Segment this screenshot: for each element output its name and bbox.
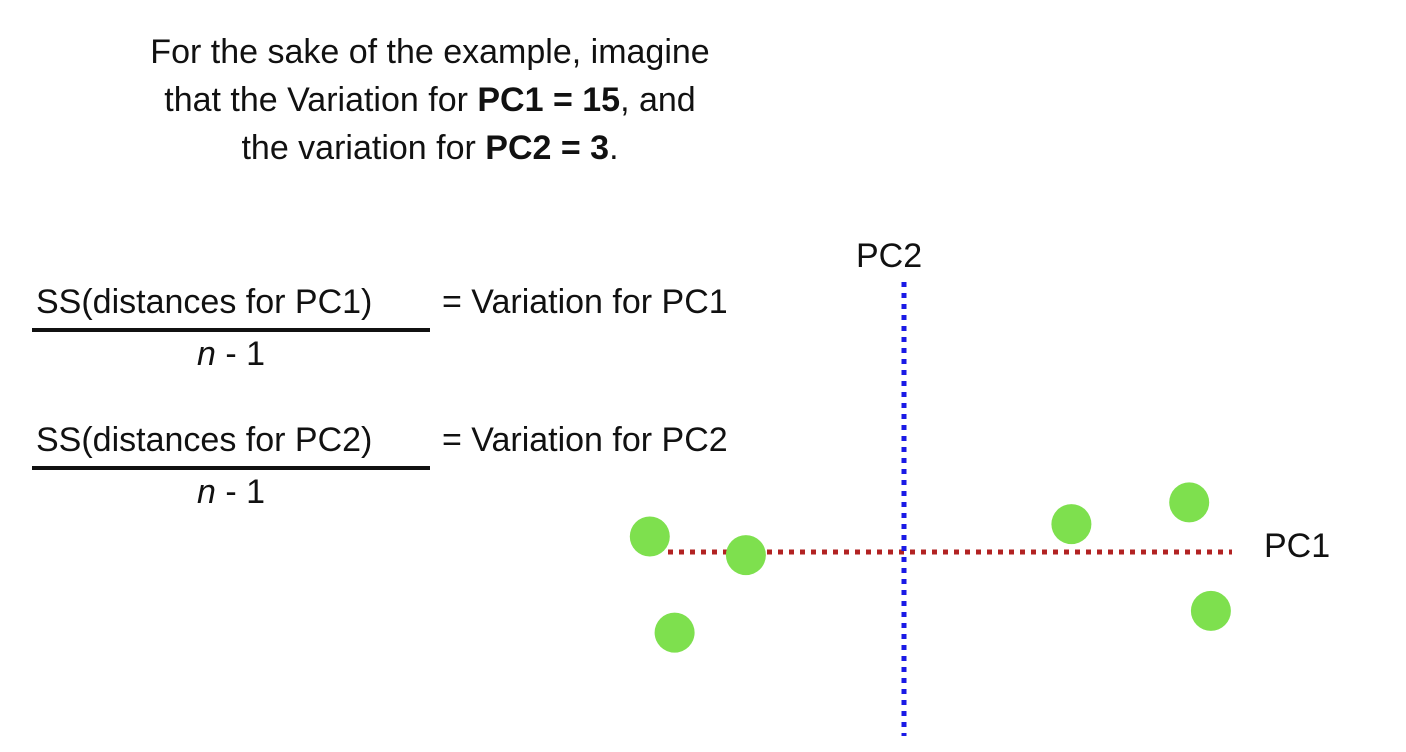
intro-line-2-pre: that the Variation for bbox=[164, 81, 478, 119]
intro-line-1: For the sake of the example, imagine bbox=[150, 33, 710, 71]
denominator-rest: - 1 bbox=[215, 473, 266, 511]
intro-line-2-post: , and bbox=[620, 81, 696, 119]
fraction-bar bbox=[32, 466, 430, 470]
data-point bbox=[654, 612, 695, 653]
fraction-bar bbox=[32, 328, 430, 332]
pc1-variation-value: PC1 = 15 bbox=[477, 81, 621, 119]
denominator-variable: n bbox=[196, 335, 216, 373]
intro-line-3: the variation for PC2 = 3. bbox=[60, 124, 800, 172]
data-point bbox=[1169, 482, 1210, 523]
intro-text: For the sake of the example, imagine tha… bbox=[60, 28, 800, 172]
denominator-rest: - 1 bbox=[215, 335, 266, 373]
data-point bbox=[629, 516, 670, 557]
pc2-variation-value: PC2 = 3 bbox=[485, 129, 610, 167]
data-point bbox=[1190, 590, 1231, 631]
pc1-axis-label: PC1 bbox=[1264, 527, 1330, 565]
pc2-axis-label: PC2 bbox=[856, 237, 922, 275]
formula-pc1: SS(distances for PC1) = Variation for PC… bbox=[32, 282, 832, 392]
formula-numerator: SS(distances for PC2) bbox=[36, 421, 373, 459]
formula-result: = Variation for PC2 bbox=[442, 421, 728, 459]
intro-line-3-pre: the variation for bbox=[241, 129, 486, 167]
formula-denominator: n - 1 bbox=[32, 472, 430, 512]
data-point bbox=[1051, 504, 1092, 545]
formula-result: = Variation for PC1 bbox=[442, 283, 728, 321]
denominator-variable: n bbox=[196, 473, 216, 511]
intro-line-3-post: . bbox=[609, 129, 619, 167]
formula-denominator: n - 1 bbox=[32, 334, 430, 374]
formula-pc2: SS(distances for PC2) = Variation for PC… bbox=[32, 420, 832, 530]
formula-numerator: SS(distances for PC1) bbox=[36, 283, 373, 321]
data-point bbox=[725, 535, 766, 576]
intro-line-2: that the Variation for PC1 = 15, and bbox=[60, 76, 800, 124]
data-points bbox=[629, 482, 1231, 653]
